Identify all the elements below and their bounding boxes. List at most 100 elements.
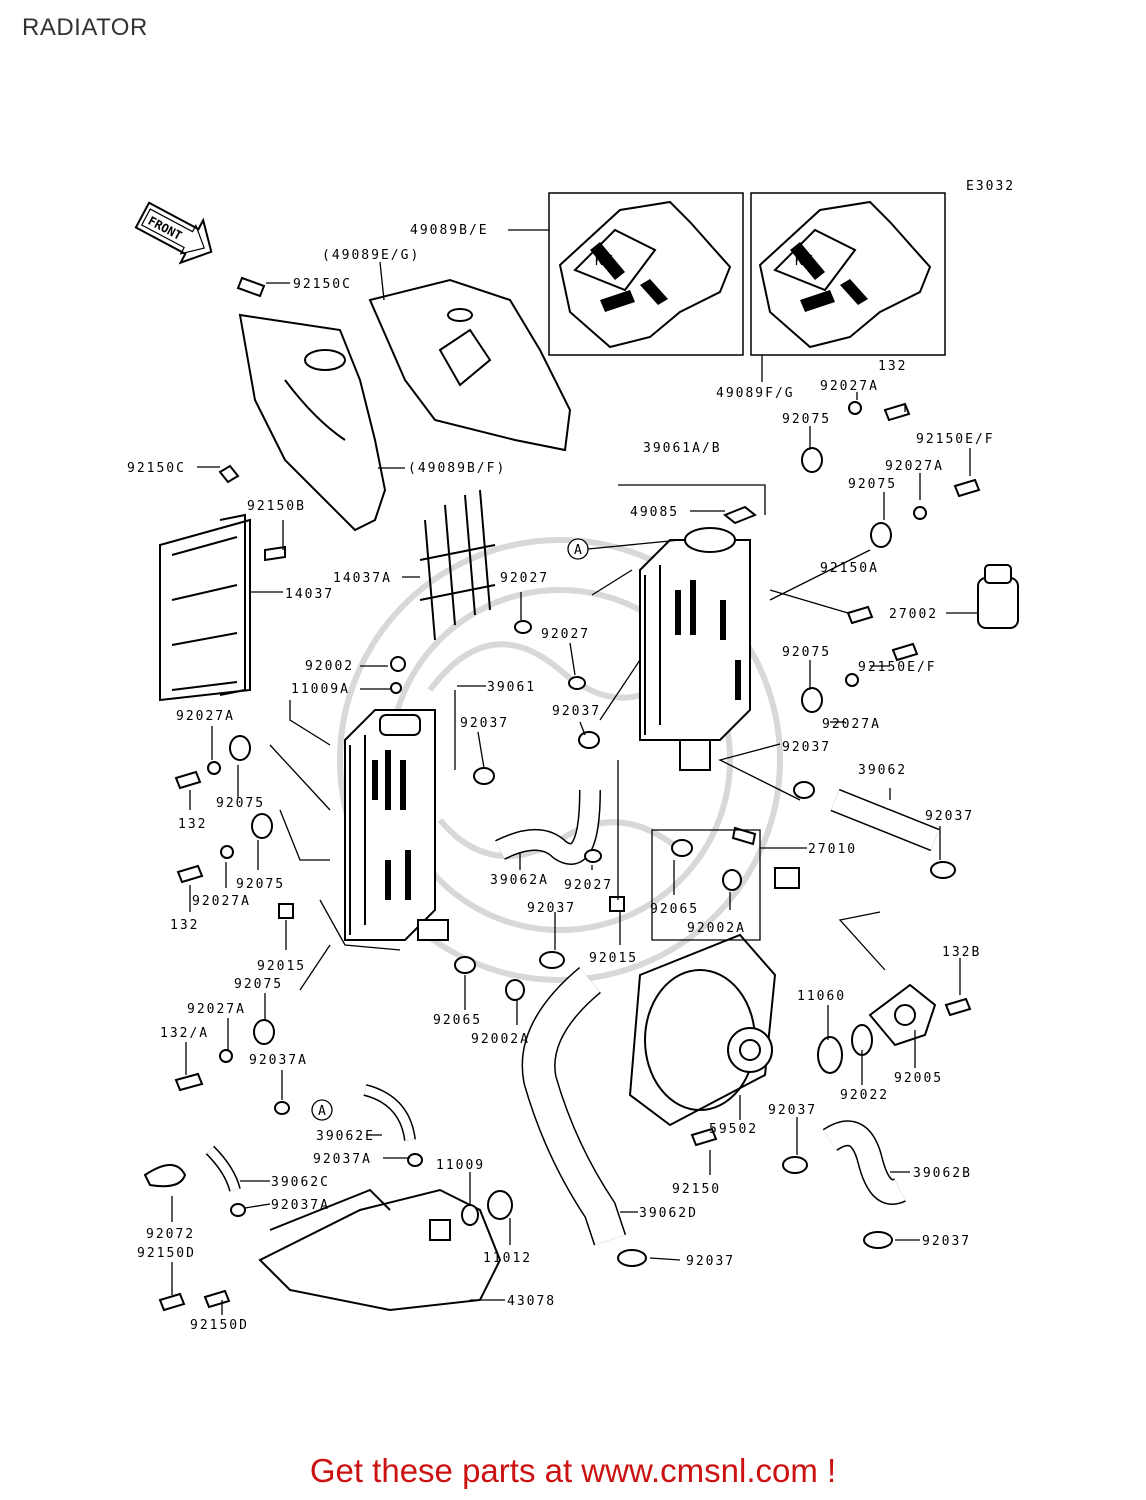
fastener-markers: [158, 276, 981, 1312]
decal-kx-text-icon: KX: [595, 254, 615, 269]
part-label-92037: 92037: [686, 1254, 735, 1269]
hose-clamp-markers: [230, 731, 956, 1267]
part-label-92150d: 92150D: [137, 1246, 196, 1261]
part-label-92005: 92005: [894, 1071, 943, 1086]
part-label-49089be: 49089B/E: [410, 223, 489, 238]
part-label-92150b: 92150B: [247, 499, 306, 514]
part-label-92027a: 92027A: [187, 1002, 246, 1017]
part-label-92037: 92037: [527, 901, 576, 916]
part-label-92150ef: 92150E/F: [858, 660, 937, 675]
part-label-92037: 92037: [782, 740, 831, 755]
part-label-92027: 92027: [564, 878, 613, 893]
shroud-decal-set-right: KX: [750, 192, 946, 356]
shroud-decal-set-left: KX: [548, 192, 744, 356]
part-label-92037: 92037: [460, 716, 509, 731]
part-label-92037: 92037: [925, 809, 974, 824]
part-label-39062e: 39062E: [316, 1129, 375, 1144]
part-label-49085: 49085: [630, 505, 679, 520]
part-label-92075: 92075: [236, 877, 285, 892]
right-radiator-shroud: [368, 278, 572, 452]
part-label-59502: 59502: [709, 1122, 758, 1137]
part-label-92037a: 92037A: [271, 1198, 330, 1213]
o-ring-11060: [817, 1036, 843, 1074]
part-label-92075: 92075: [234, 977, 283, 992]
part-label-92150: 92150: [672, 1182, 721, 1197]
part-label-92022: 92022: [840, 1088, 889, 1103]
part-label-92002: 92002: [305, 659, 354, 674]
part-label-27002: 27002: [889, 607, 938, 622]
part-label-92002a: 92002A: [471, 1032, 530, 1047]
part-label-92027: 92027: [541, 627, 590, 642]
part-label-132b: 132B: [942, 945, 981, 960]
part-label-132a: 132/A: [160, 1026, 209, 1041]
part-label-92075: 92075: [782, 645, 831, 660]
part-label-92037: 92037: [552, 704, 601, 719]
part-label-11009: 11009: [436, 1158, 485, 1173]
part-label-92002a: 92002A: [687, 921, 746, 936]
part-label-92150d: 92150D: [190, 1318, 249, 1333]
part-label-43078: 43078: [507, 1294, 556, 1309]
right-radiator-39061ab: [639, 527, 751, 771]
part-label-49089bf: (49089B/F): [408, 461, 506, 476]
part-label-39062d: 39062D: [639, 1206, 698, 1221]
page-title: RADIATOR: [22, 14, 148, 41]
part-label-14037a: 14037A: [333, 571, 392, 586]
part-label-92027a: 92027A: [822, 717, 881, 732]
part-label-132: 132: [170, 918, 199, 933]
part-label-92037a: 92037A: [313, 1152, 372, 1167]
part-label-92150c: 92150C: [293, 277, 352, 292]
hose-39062b: [822, 1120, 906, 1205]
part-label-132: 132: [878, 359, 907, 374]
diagram-code: E3032: [966, 179, 1015, 194]
part-label-39062c: 39062C: [271, 1175, 330, 1190]
part-label-14037: 14037: [285, 587, 334, 602]
callout-a-bottom: A: [311, 1099, 333, 1121]
part-label-92150c: 92150C: [127, 461, 186, 476]
part-label-11009a: 11009A: [291, 682, 350, 697]
part-label-11012: 11012: [483, 1251, 532, 1266]
part-label-92072: 92072: [146, 1227, 195, 1242]
fan-switch-27002: [977, 564, 1019, 629]
cmsnl-promo-link[interactable]: Get these parts at www.cmsnl.com !: [309, 1452, 837, 1489]
part-label-39061: 39061: [487, 680, 536, 695]
part-label-92075: 92075: [216, 796, 265, 811]
part-label-92075: 92075: [782, 412, 831, 427]
part-label-92037: 92037: [922, 1234, 971, 1249]
part-label-39062b: 39062B: [913, 1166, 972, 1181]
part-label-49089fg: 49089F/G: [716, 386, 795, 401]
callout-a-top: A: [567, 538, 681, 560]
part-label-49089eg: (49089E/G): [322, 248, 420, 263]
part-label-39062: 39062: [858, 763, 907, 778]
part-label-92015: 92015: [257, 959, 306, 974]
part-label-92027a: 92027A: [192, 894, 251, 909]
clamp-92072: [143, 1164, 187, 1188]
callout-a-top-label: A: [574, 543, 584, 558]
part-label-92037: 92037: [768, 1103, 817, 1118]
hose-39062a: [495, 789, 601, 865]
part-label-92065: 92065: [433, 1013, 482, 1028]
part-label-27010: 27010: [808, 842, 857, 857]
leader-lines: [171, 229, 978, 1315]
left-radiator-39061: [344, 709, 449, 941]
water-pump-cover-92005: [868, 983, 937, 1047]
hose-39062e: [363, 1084, 416, 1141]
reserve-tank-43078: [258, 1188, 502, 1312]
part-label-92150a: 92150A: [820, 561, 879, 576]
hose-39062: [830, 788, 940, 852]
hose-39062d: [521, 966, 627, 1246]
part-label-39062a: 39062A: [490, 873, 549, 888]
part-label-92027a: 92027A: [820, 379, 879, 394]
left-radiator-shroud: [238, 313, 387, 532]
decal-kx-text-icon: KX: [795, 254, 815, 269]
callout-a-bottom-label: A: [318, 1104, 328, 1119]
radiator-louver-14037a: [419, 489, 496, 641]
part-label-92015: 92015: [589, 951, 638, 966]
part-label-92075: 92075: [848, 477, 897, 492]
radiator-guard-14037: [159, 513, 251, 702]
front-arrow-icon: FRONT: [134, 201, 213, 265]
part-label-92027: 92027: [500, 571, 549, 586]
part-label-92065: 92065: [650, 902, 699, 917]
part-label-92027a: 92027A: [176, 709, 235, 724]
radiator-fan-59502: [628, 933, 777, 1127]
